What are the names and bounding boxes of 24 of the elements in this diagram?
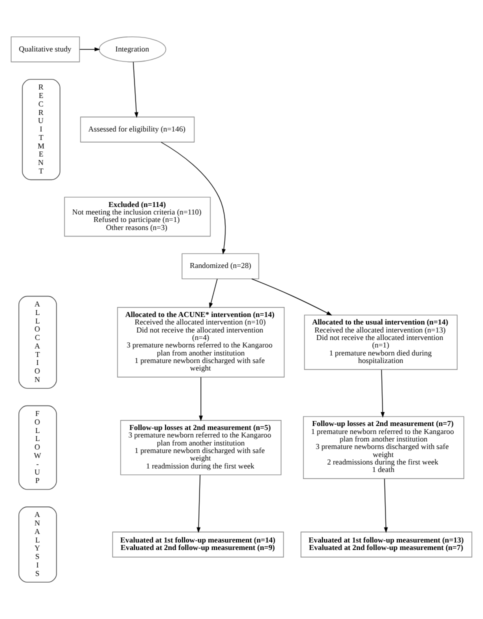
arrow	[209, 278, 218, 308]
node-box: Qualitative study	[10, 36, 80, 62]
arrow	[380, 369, 385, 418]
arrow	[198, 376, 203, 422]
node-box: Allocated to the usual intervention (n=14) Received the allocated intervention (n=13) Did not receive the allocated intervention (n=1) 1 premature newborn died during hospitalization	[304, 314, 458, 370]
node-box: Evaluated at 1st follow-up measurement (n=14) Evaluated at 2nd follow-up measurement (n=9)	[112, 532, 284, 558]
node-box: Randomized (n=28)	[182, 253, 260, 280]
node-box: Follow-up losses at 2nd measurement (n=7) 1 premature newborn referred to the Kangaroo plan from another institution 3 premature newborns discharged with safe weight 2 readmissions during the first week 1 death	[303, 416, 464, 479]
node-box: Allocated to the ACUNE* intervention (n=14) Received the allocated intervention (n=10) Did not receive the allocated intervention (n=4) 3 premature newborns referred to the Kangaroo plan from another institution 1 premature newborn discharged with safe weight	[117, 307, 285, 378]
arrow	[132, 62, 138, 118]
node-box: F O L L O W - U P	[18, 405, 57, 490]
node-box: A N A L Y S I S	[18, 506, 57, 583]
node-box: A L L O C A T I O N	[18, 296, 57, 389]
node-box: Follow-up losses at 2nd measurement (n=5) 3 premature newborn referred to the Kangaroo plan from another institution 1 premature newborn discharged with safe weight 1 readmission during the first week	[120, 420, 282, 476]
arrow	[384, 478, 388, 533]
arrow	[251, 278, 332, 316]
node-box: Evaluated at 1st follow-up measurement (n=13) Evaluated at 2nd follow-up measurement (n=7)	[300, 532, 472, 558]
node-ellipse: Integration	[98, 36, 166, 62]
arrow	[196, 474, 201, 533]
arrow	[160, 142, 226, 255]
arrow	[79, 47, 100, 52]
node-box: Excluded (n=114) Not meeting the inclusion criteria (n=110) Refused to participate (n=1) Other reasons (n=3)	[64, 196, 211, 237]
node-box: R E C R U I T M E N T	[22, 78, 60, 180]
node-box: Assessed for eligibility (n=146)	[80, 116, 195, 142]
